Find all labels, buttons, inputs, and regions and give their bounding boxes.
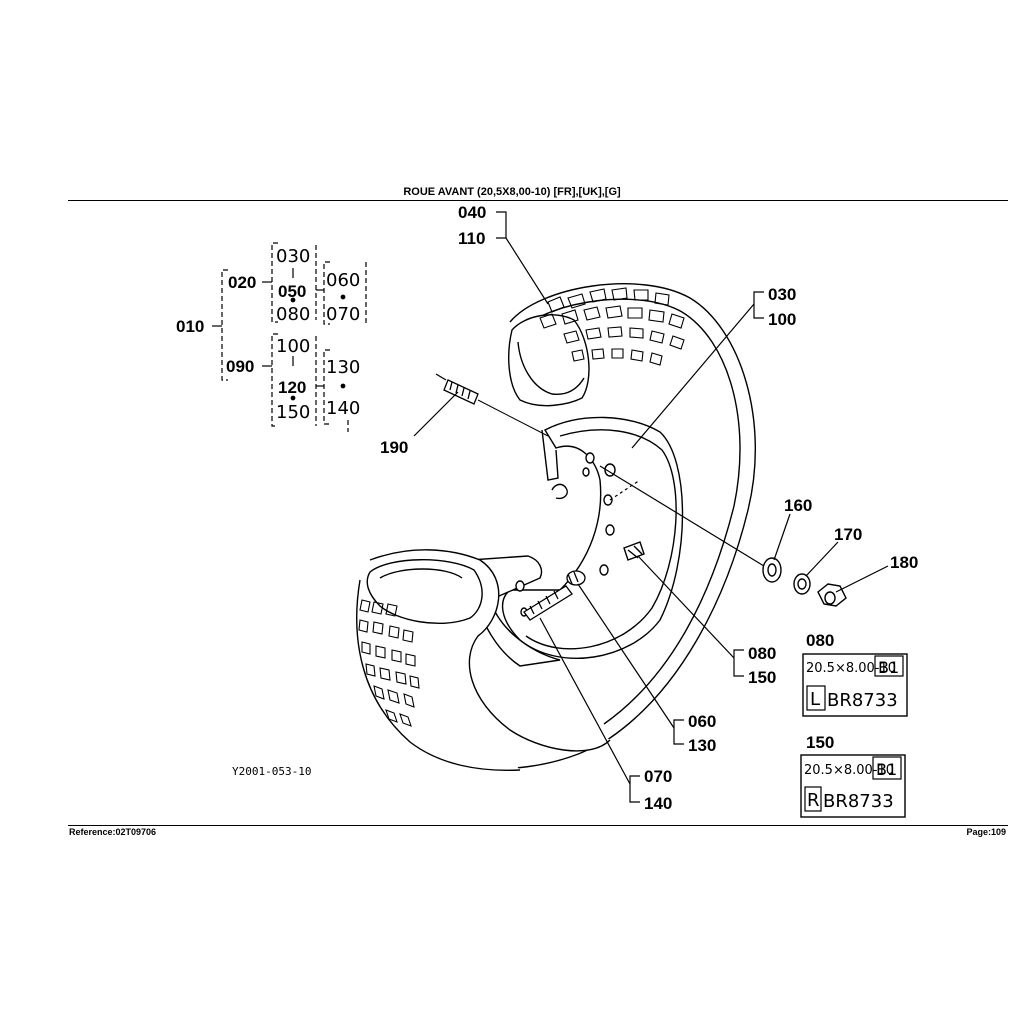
footer-page-number: Page:109 [966, 827, 1006, 837]
header-rule [68, 200, 1008, 201]
tire-label-2-side: R [807, 790, 820, 811]
nut-180 [817, 583, 847, 607]
tree-g2-item-3: 150 [276, 402, 310, 423]
callout-130: 130 [688, 736, 716, 755]
tree-g1-sub-2: 070 [326, 304, 360, 325]
tree-group2-label: 090 [226, 357, 254, 376]
tire-label-2-id: 150 [806, 733, 834, 752]
tire-label-2-code: B1 [876, 760, 897, 779]
callout-180: 180 [890, 553, 918, 572]
tire-label-1-size: 20.5×8.00-10 [806, 661, 896, 676]
leader-lines [413, 211, 889, 803]
lockwasher-170 [793, 573, 811, 595]
callout-160: 160 [784, 496, 812, 515]
callout-150: 150 [748, 668, 776, 687]
drawing-code: Y2001-053-10 [232, 765, 311, 778]
callout-190: 190 [380, 438, 408, 457]
valve-insert [435, 373, 549, 437]
tree-g2-item-1: 100 [276, 336, 310, 357]
tire-label-1-code: B1 [878, 658, 899, 677]
callout-030: 030 [768, 285, 796, 304]
washer-160 [762, 557, 782, 583]
callout-060: 060 [688, 712, 716, 731]
callout-080: 080 [748, 644, 776, 663]
callout-110: 110 [458, 229, 485, 248]
footer-reference: Reference:02T09706 [69, 827, 157, 837]
tread-upper [539, 287, 685, 366]
tree-g2-sub-2: 140 [326, 398, 360, 419]
tree-g2-sub-1: 130 [326, 357, 360, 378]
footer-rule [68, 825, 1008, 826]
callout-040: 040 [458, 203, 486, 222]
tire-label-1-id: 080 [806, 631, 834, 650]
valve-stem [523, 570, 586, 621]
callout-070: 070 [644, 767, 672, 786]
callout-140: 140 [644, 794, 672, 813]
tire-label-1-side: L [810, 689, 820, 710]
tire-label-card-2: 150 20.5×8.00-10 B1 R BR8733 [800, 733, 906, 818]
tree-g1-item-3: 080 [276, 304, 310, 325]
tree-g2-item-2: 120 [278, 378, 306, 397]
tree-group1-label: 020 [228, 273, 256, 292]
page-title: ROUE AVANT (20,5X8,00-10) [FR],[UK],[G] [403, 186, 621, 198]
tree-g1-item-1: 030 [276, 246, 310, 267]
tree-root-label: 010 [176, 317, 204, 336]
tire-label-2-size: 20.5×8.00-10 [804, 763, 894, 778]
tire-label-2-part: BR8733 [823, 791, 894, 812]
callout-170: 170 [834, 525, 862, 544]
tire-label-1-part: BR8733 [827, 690, 898, 711]
callout-100: 100 [768, 310, 796, 329]
tire-label-card-1: 080 20.5×8.00-10 B1 L BR8733 [802, 631, 908, 717]
tread-lower [358, 599, 420, 727]
tree-g1-sub-1: 060 [326, 270, 360, 291]
assembly-tree [212, 242, 367, 432]
tree-g1-item-2: 050 [278, 282, 306, 301]
